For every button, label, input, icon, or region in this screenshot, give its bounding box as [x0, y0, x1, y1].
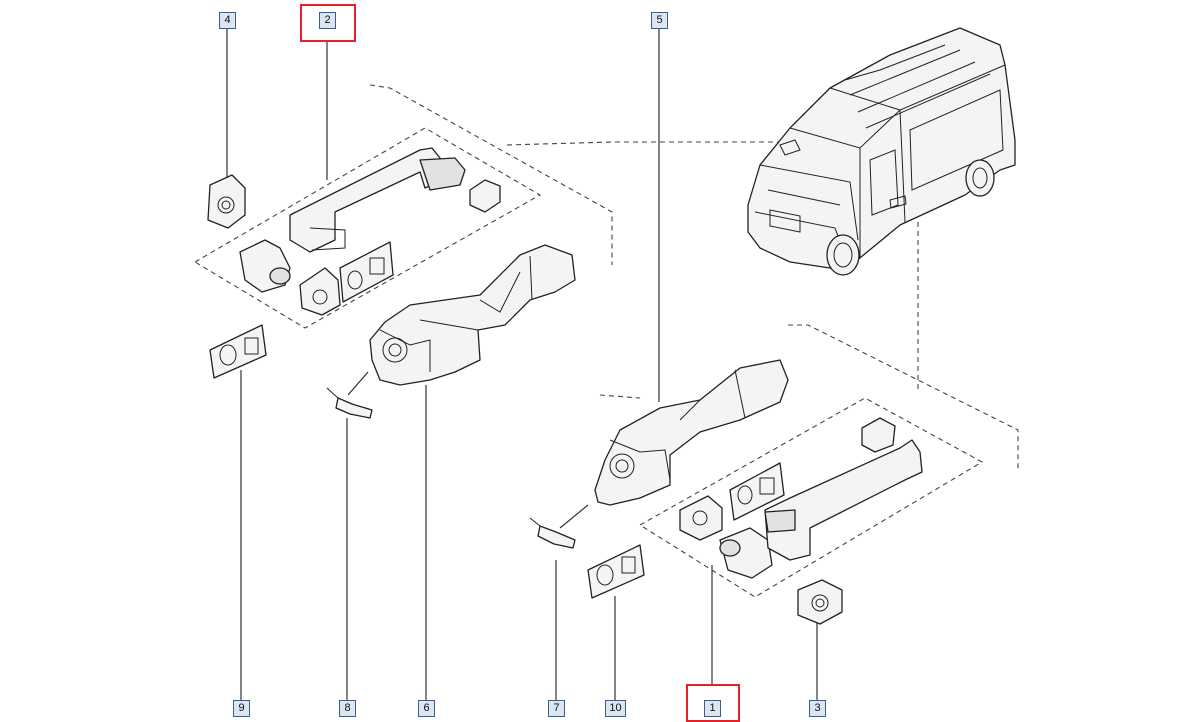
- assembly-dashed-lines: [193, 84, 1019, 598]
- callout-4[interactable]: 4: [219, 12, 236, 29]
- part-2-outer-handle: [289, 147, 466, 253]
- part-gasket-upper: [339, 241, 394, 303]
- callout-5[interactable]: 5: [651, 12, 668, 29]
- part-5-handle-carrier: [594, 359, 789, 506]
- callout-3[interactable]: 3: [809, 700, 826, 717]
- callout-2[interactable]: 2: [319, 12, 336, 29]
- part-9-gasket: [209, 324, 267, 379]
- part-gasket-lower: [729, 462, 785, 521]
- van-illustration: [747, 27, 1016, 276]
- part-small-bezel-lower: [861, 417, 896, 453]
- callout-7[interactable]: 7: [548, 700, 565, 717]
- part-cap-lower: [679, 495, 723, 541]
- part-4-end-cap: [207, 174, 246, 229]
- part-lock-cylinder-lower: [719, 527, 773, 579]
- callout-6[interactable]: 6: [418, 700, 435, 717]
- part-lock-cylinder-upper: [239, 239, 291, 293]
- part-small-bezel-upper: [469, 179, 501, 213]
- part-6-handle-carrier: [369, 244, 576, 386]
- part-7-pin: [529, 504, 589, 549]
- part-3-end-cap: [797, 579, 843, 625]
- callout-10[interactable]: 10: [605, 700, 626, 717]
- part-1-outer-handle: [764, 439, 923, 561]
- part-cap-upper: [299, 267, 341, 316]
- leader-lines: [226, 28, 818, 700]
- part-10-gasket: [587, 544, 645, 599]
- highlight-box-part-2: [300, 4, 356, 42]
- callout-9[interactable]: 9: [233, 700, 250, 717]
- callout-8[interactable]: 8: [339, 700, 356, 717]
- part-8-pin: [326, 371, 373, 419]
- callout-1[interactable]: 1: [704, 700, 721, 717]
